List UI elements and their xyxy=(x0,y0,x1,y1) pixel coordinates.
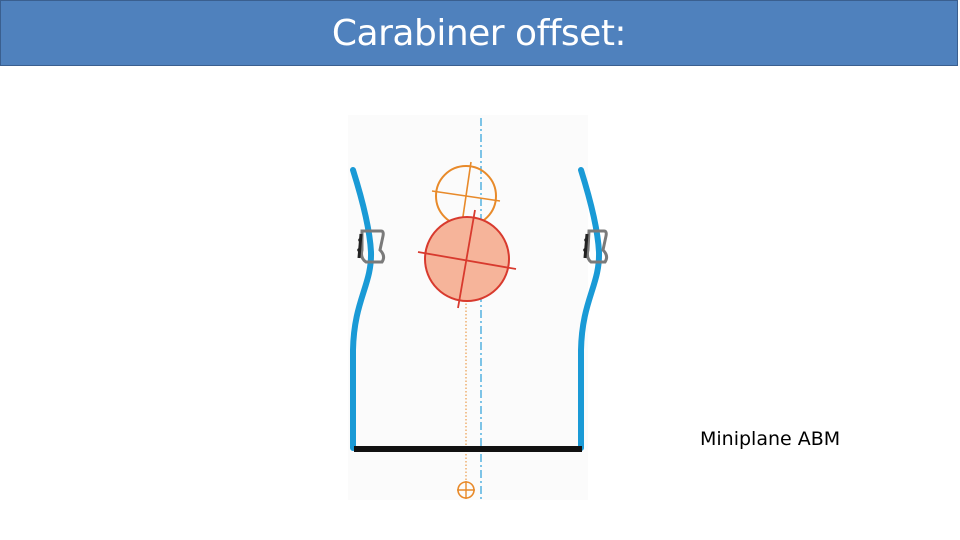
slide-title: Carabiner offset: xyxy=(331,12,627,54)
left-carabiner-icon xyxy=(357,229,386,264)
diagram-background xyxy=(348,115,588,500)
seat-board xyxy=(354,446,582,452)
ground-cg-marker-icon xyxy=(457,481,475,499)
harness-model-label: Miniplane ABM xyxy=(700,428,841,450)
left-riser xyxy=(350,167,375,451)
right-carabiner-icon xyxy=(583,229,609,264)
pilot-cg-marker-icon xyxy=(417,209,517,309)
right-riser xyxy=(578,167,603,451)
title-bar: Carabiner offset: xyxy=(0,0,958,66)
